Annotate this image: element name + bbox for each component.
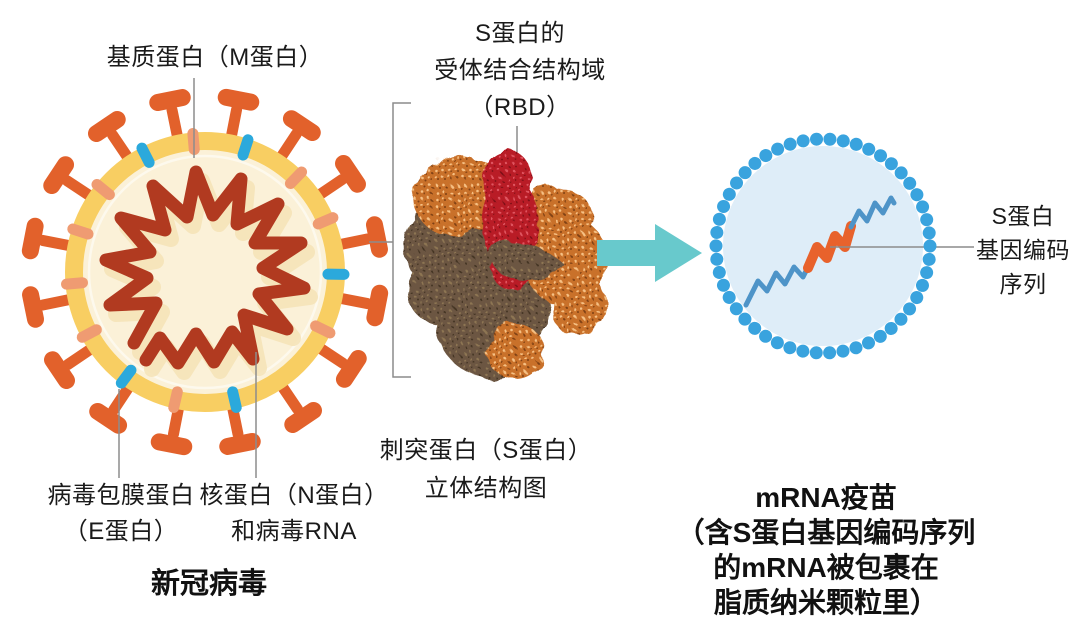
mrna-blue-right xyxy=(848,195,897,230)
rna-strand-shadow xyxy=(104,173,318,380)
gene-label-line1: S蛋白 xyxy=(991,203,1055,229)
protein-bottom-orange xyxy=(484,322,545,380)
gene-label-line3: 序列 xyxy=(999,271,1047,297)
virus-title: 新冠病毒 xyxy=(150,568,268,600)
vaccine-title-line2: （含S蛋白基因编码序列 xyxy=(676,517,976,548)
coronavirus-illustration xyxy=(20,87,390,457)
gene-label-line2: 基因编码 xyxy=(976,237,1070,263)
vaccine-title: mRNA疫苗 （含S蛋白基因编码序列 的mRNA被包裹在 脂质纳米颗粒里） xyxy=(677,480,976,620)
gene-sequence-label: S蛋白 基因编码 序列 xyxy=(976,199,1070,301)
nucleocapsid-label-line2: 和病毒RNA xyxy=(231,518,357,545)
protein-front-wedge xyxy=(488,240,564,280)
nanoparticle-core xyxy=(723,146,923,346)
rbd-label-line3: （RBD） xyxy=(469,94,571,121)
protein-lobe-left-orange xyxy=(413,153,505,236)
nucleocapsid-label-line1: 核蛋白（N蛋白） xyxy=(199,482,389,509)
spike-protein-structure xyxy=(402,150,608,380)
spike-bracket xyxy=(392,102,411,378)
arrow-right-icon xyxy=(597,224,702,282)
nucleocapsid-label: 核蛋白（N蛋白） 和病毒RNA xyxy=(199,478,388,550)
envelope-label-line1: 病毒包膜蛋白 xyxy=(47,482,195,509)
spike-caption-line1: 刺突蛋白（S蛋白） xyxy=(379,437,593,464)
lipid-bead-ring xyxy=(709,132,937,360)
vaccine-title-line3: 的mRNA被包裹在 xyxy=(713,552,939,583)
label-lines xyxy=(118,78,518,478)
matrix-protein-label: 基质蛋白（M蛋白） xyxy=(106,44,324,71)
rbd-label-line2: 受体结合结构域 xyxy=(434,57,606,84)
spike-caption-line2: 立体结构图 xyxy=(424,475,548,502)
membrane-inner-ring xyxy=(87,154,323,390)
rbd-label: S蛋白的 受体结合结构域 （RBD） xyxy=(434,15,606,126)
rbd-label-line1: S蛋白的 xyxy=(474,20,565,47)
envelope-label-line2: （E蛋白） xyxy=(63,518,179,545)
rna-strand xyxy=(99,165,311,370)
vaccine-title-line4: 脂质纳米颗粒里） xyxy=(713,587,938,618)
protein-lobe-right-orange xyxy=(518,184,608,336)
lipid-nanoparticle-illustration xyxy=(709,132,974,360)
vaccine-title-line1: mRNA疫苗 xyxy=(755,482,897,513)
mrna-blue-left xyxy=(743,260,813,308)
spike-protein-caption: 刺突蛋白（S蛋白） 立体结构图 xyxy=(380,432,593,508)
envelope-protein-label: 病毒包膜蛋白 （E蛋白） xyxy=(48,478,195,550)
